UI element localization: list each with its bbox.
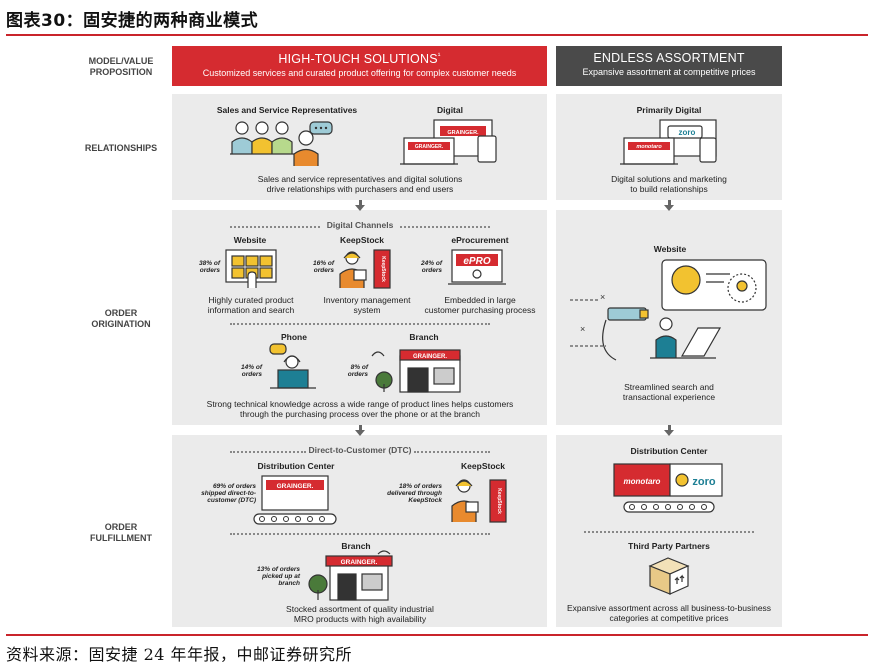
zoro-logo-1: zoro — [679, 128, 696, 137]
ea-arrow-2 — [664, 425, 674, 436]
ht-phone-pct: 14% of orders — [241, 364, 262, 378]
ea-tpp-heading: Third Party Partners — [628, 541, 710, 551]
ht-dc-pct: 69% of orders shipped direct-to-customer… — [201, 483, 256, 504]
ht-ful-caption-2: MRO products with high availability — [293, 614, 427, 624]
package-box-icon — [648, 557, 690, 595]
zoro-logo-2: zoro — [692, 476, 716, 488]
ht-origination-panel — [172, 210, 547, 425]
dotted-line — [230, 226, 320, 228]
ht-eproc-caption-1: Embedded in large — [444, 295, 516, 305]
ht-phone-heading: Phone — [281, 332, 307, 342]
ht-keepstock-caption-2: system — [353, 305, 381, 315]
ea-orig-caption-2: transactional experience — [622, 392, 716, 402]
grainger-logo-2: GRAINGER. — [415, 144, 444, 150]
eprocurement-icon: ePRO — [448, 249, 506, 285]
dotted-line — [400, 226, 490, 228]
ea-distribution-center-icon: monotaro zoro — [613, 463, 723, 513]
ht-ful-caption-1: Stocked assortment of quality industrial — [286, 604, 434, 614]
keepstock-worker-icon: KeepStock — [339, 249, 391, 289]
high-touch-subtitle: Customized services and curated product … — [202, 68, 517, 79]
ht-keepstock-pct: 16% of orders — [313, 260, 334, 274]
ht-branch-ful-heading: Branch — [341, 541, 371, 551]
ht-website-caption-2: information and search — [207, 305, 295, 315]
ht-rel-caption-1: Sales and service representatives and di… — [257, 174, 463, 184]
ht-reps-heading: Sales and Service Representatives — [216, 105, 358, 115]
dotted-line — [230, 533, 490, 535]
svg-text:×: × — [600, 292, 605, 302]
ea-origination-panel — [556, 210, 782, 425]
bottom-rule — [6, 634, 868, 636]
source-note: 资料来源：固安捷 24 年年报，中邮证券研究所 — [6, 645, 353, 664]
ht-orig-caption-1: Strong technical knowledge across a wide… — [206, 399, 514, 409]
ea-orig-caption-1: Streamlined search and — [624, 382, 714, 392]
monotaro-logo-1: monotaro — [636, 144, 662, 150]
ht-branch-ful-pct: 13% of orders picked up at branch — [257, 566, 300, 587]
distribution-center-icon: GRAINGER. — [253, 475, 337, 525]
ht-digital-heading: Digital — [437, 105, 463, 115]
keepstock-logo-2: KeepStock — [496, 488, 502, 514]
row-label-model: MODEL/VALUE PROPOSITION — [88, 56, 154, 77]
grainger-logo-3: GRAINGER. — [413, 354, 447, 360]
dotted-line — [584, 531, 754, 533]
grainger-logo-1: GRAINGER. — [447, 130, 479, 136]
ea-website-heading: Website — [653, 244, 687, 254]
high-touch-header: HIGH-TOUCH SOLUTIONS¹ Customized service… — [172, 46, 547, 86]
svg-text:×: × — [580, 324, 585, 334]
ht-website-caption-1: Highly curated product — [208, 295, 294, 305]
ht-branch-heading: Branch — [409, 332, 439, 342]
website-touch-icon — [225, 249, 277, 288]
dotted-line — [230, 323, 490, 325]
ht-keepstock-ful-pct: 18% of orders delivered through KeepStoc… — [387, 483, 442, 504]
keepstock-delivery-icon: KeepStock — [451, 479, 507, 523]
ht-keepstock-heading: KeepStock — [340, 235, 384, 245]
ea-ful-caption-2: categories at competitive prices — [609, 613, 729, 623]
high-touch-title: HIGH-TOUCH SOLUTIONS — [278, 52, 438, 67]
ea-dc-heading: Distribution Center — [630, 446, 708, 456]
high-touch-title-mark: ¹ — [437, 51, 441, 60]
endless-header: ENDLESS ASSORTMENT Expansive assortment … — [556, 46, 782, 86]
dotted-line — [414, 451, 490, 453]
branch-store-icon: GRAINGER. — [371, 349, 461, 393]
ht-eproc-pct: 24% of orders — [421, 260, 442, 274]
people-icon — [230, 121, 333, 166]
ht-eproc-caption-2: customer purchasing process — [424, 305, 536, 315]
row-label-origination: ORDER ORIGINATION — [91, 308, 151, 329]
ht-branch-pct: 8% of orders — [347, 364, 368, 378]
ea-rel-caption-1: Digital solutions and marketing — [611, 174, 727, 184]
ea-rel-caption-2: to build relationships — [630, 184, 708, 194]
grainger-logo-4: GRAINGER. — [277, 483, 314, 490]
branch-pickup-icon: GRAINGER. — [308, 550, 393, 601]
epro-logo: ePRO — [463, 256, 490, 267]
digital-devices-icon: GRAINGER. GRAINGER. — [400, 119, 497, 165]
title-rule — [6, 34, 868, 36]
ht-keepstock-ful-heading: KeepStock — [461, 461, 505, 471]
grainger-logo-5: GRAINGER. — [341, 559, 378, 566]
ht-arrow-1 — [355, 200, 365, 211]
endless-title: ENDLESS ASSORTMENT — [593, 51, 745, 65]
dotted-line — [230, 451, 306, 453]
ea-arrow-1 — [664, 200, 674, 211]
ea-ful-caption-1: Expansive assortment across all business… — [566, 603, 772, 613]
ht-eproc-heading: eProcurement — [451, 235, 509, 245]
ht-dc-heading: Distribution Center — [257, 461, 335, 471]
ea-search-illustration: × × — [570, 259, 767, 361]
row-label-fulfillment: ORDER FULFILLMENT — [90, 522, 152, 543]
ht-dtc: Direct-to-Customer (DTC) — [308, 445, 412, 455]
ea-digital-devices-icon: zoro monotaro — [620, 119, 717, 165]
ht-digital-channels: Digital Channels — [326, 220, 394, 230]
keepstock-logo-1: KeepStock — [380, 256, 386, 282]
ht-website-heading: Website — [233, 235, 267, 245]
ea-primarily-digital-heading: Primarily Digital — [636, 105, 702, 115]
ht-keepstock-caption-1: Inventory management — [323, 295, 411, 305]
endless-subtitle: Expansive assortment at competitive pric… — [582, 67, 756, 77]
ht-website-pct: 38% of orders — [199, 260, 220, 274]
ht-rel-caption-2: drive relationships with purchasers and … — [266, 184, 454, 194]
figure-title: 图表30：固安捷的两种商业模式 — [6, 11, 259, 31]
ht-orig-caption-2: through the purchasing process over the … — [239, 409, 481, 419]
row-label-relationships: RELATIONSHIPS — [84, 143, 158, 153]
phone-agent-icon — [269, 343, 316, 389]
monotaro-logo-2: monotaro — [624, 477, 661, 486]
ht-arrow-2 — [355, 425, 365, 436]
